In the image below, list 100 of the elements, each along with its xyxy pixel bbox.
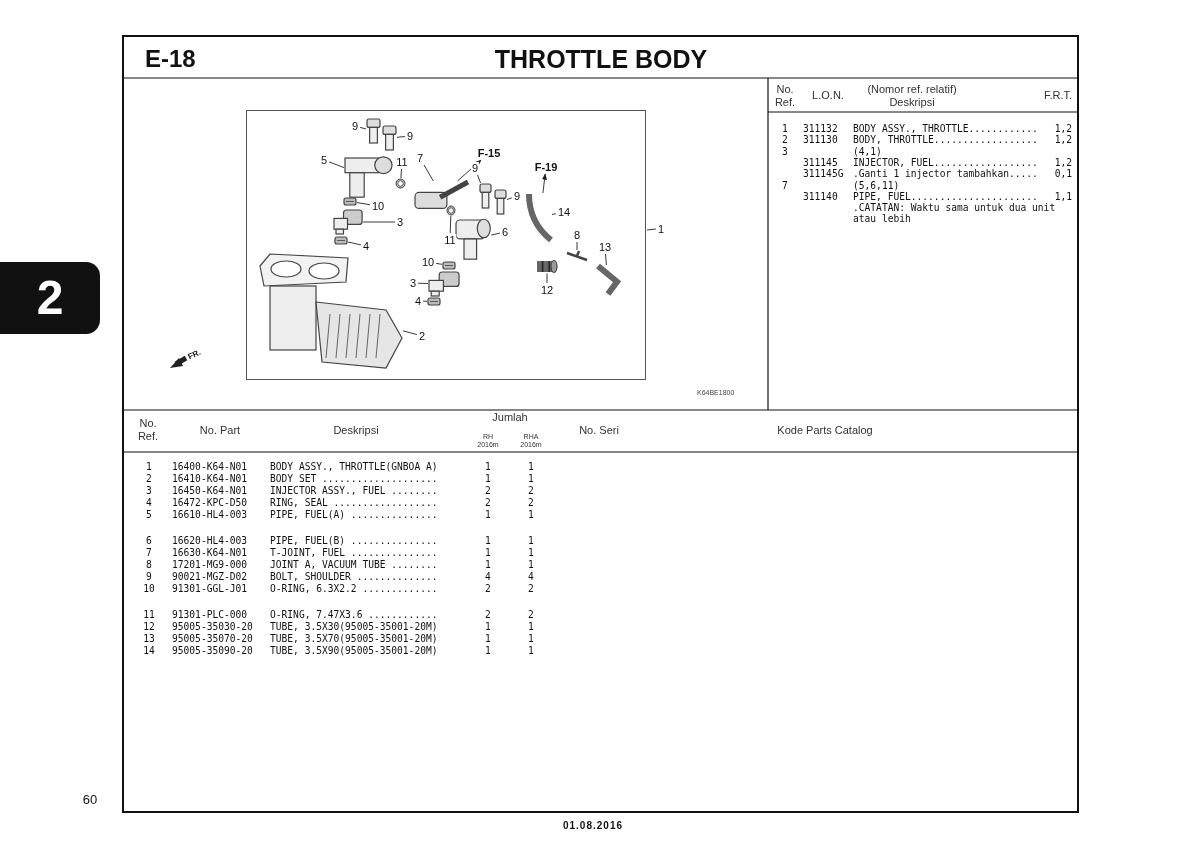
part-number: 95005-35070-20: [172, 633, 253, 645]
quantity: 1: [528, 535, 534, 547]
tube-drawing: [537, 259, 558, 274]
leader-line: [356, 202, 371, 206]
leader-line: [435, 262, 443, 265]
callout-number: 9: [405, 129, 415, 143]
quantity: 1: [485, 509, 491, 521]
bolt-drawing: [382, 125, 397, 151]
quantity: 1: [528, 461, 534, 473]
quantity: 1: [485, 473, 491, 485]
part-description: .Ganti 1 injector tambahkan.....: [853, 168, 1038, 180]
part-description: T-JOINT, FUEL ...............: [270, 547, 438, 559]
tube-drawing: [596, 263, 622, 296]
column-header: F.R.T.: [1043, 89, 1072, 102]
callout-number: 3: [408, 276, 418, 290]
ref-number: 3: [782, 145, 788, 157]
reference-label: F-19: [533, 160, 559, 174]
quantity: 1: [528, 473, 534, 485]
part-number: 16472-KPC-D50: [172, 497, 248, 509]
quantity: 1: [485, 535, 491, 547]
column-header: L.O.N.: [812, 89, 844, 102]
leader-line: [546, 273, 548, 284]
ref-number: 13: [143, 633, 155, 645]
quantity: 2: [528, 609, 534, 621]
leader-line: [359, 126, 367, 130]
part-number: 16400-K64-N01: [172, 461, 248, 473]
part-description: BODY ASSY., THROTTLE............: [853, 123, 1038, 135]
part-description: JOINT A, VACUUM TUBE ........: [270, 559, 438, 571]
ref-number: 1: [146, 461, 152, 473]
frt-value: 1,2: [1054, 123, 1072, 135]
part-description: BODY ASSY., THROTTLE(GNBOA A): [270, 461, 438, 473]
callout-number: 11: [395, 155, 409, 169]
leader-line: [605, 253, 607, 266]
part-description: O-RING, 7.47X3.6 ............: [270, 609, 438, 621]
quantity: 1: [528, 547, 534, 559]
part-description: INJECTOR, FUEL..................: [853, 156, 1038, 168]
o-ring-drawing: [395, 178, 406, 189]
quantity: 1: [528, 633, 534, 645]
quantity: 4: [485, 571, 491, 583]
quantity: 1: [485, 633, 491, 645]
callout-number: 9: [470, 161, 480, 175]
leader-line: [347, 241, 362, 246]
frt-value: 1,2: [1054, 134, 1072, 146]
ref-number: 4: [146, 497, 152, 509]
callout-number: 4: [361, 239, 371, 253]
part-number: 17201-MG9-000: [172, 559, 248, 571]
ref-number: 3: [146, 485, 152, 497]
drawing-frame: [246, 110, 646, 380]
leader-line: [422, 300, 428, 302]
joint-drawing: [565, 249, 589, 262]
leader-line: [449, 215, 452, 234]
t-joint-drawing: [414, 179, 470, 209]
callout-number: 7: [415, 151, 425, 165]
part-number: 91301-GGL-J01: [172, 583, 248, 595]
column-header: Kode Parts Catalog: [777, 424, 873, 437]
column-header: (Nomor ref. relatif) Deskripsi: [866, 83, 958, 109]
page-title: THROTTLE BODY: [494, 45, 708, 74]
quantity: 2: [485, 485, 491, 497]
column-header: No. Ref.: [136, 417, 160, 443]
part-description: TUBE, 3.5X90(95005-35001-20M): [270, 645, 438, 657]
ref-number: 2: [146, 473, 152, 485]
quantity: 4: [528, 571, 534, 583]
quantity: 1: [528, 645, 534, 657]
callout-number: 10: [370, 199, 386, 213]
part-number: 16610-HL4-003: [172, 509, 248, 521]
leader-line: [400, 168, 402, 179]
part-number: 90021-MGZ-D02: [172, 571, 248, 583]
direction-label: FR.: [186, 347, 203, 362]
leader-line: [477, 174, 482, 184]
ref-number: 12: [143, 621, 155, 633]
callout-number: 8: [572, 228, 582, 242]
ref-number: 8: [146, 559, 152, 571]
tube-drawing: [526, 193, 553, 243]
part-description: PIPE, FUEL......................: [853, 190, 1038, 202]
print-date: 01.08.2016: [562, 820, 624, 832]
fuel-pipe-drawing: [455, 218, 491, 260]
throttle-body-drawing: [259, 253, 403, 369]
ref-number: 1: [782, 123, 788, 135]
callout-number: 1: [656, 222, 666, 236]
callout-number: 13: [597, 240, 613, 254]
leader-line: [423, 164, 434, 182]
quantity: 2: [485, 609, 491, 621]
part-description: RING, SEAL ..................: [270, 497, 438, 509]
o-ring-drawing: [442, 261, 456, 270]
leader-line: [551, 213, 557, 215]
quantity: 2: [528, 485, 534, 497]
bolt-drawing: [479, 183, 492, 209]
quantity: 2: [528, 497, 534, 509]
part-description: TUBE, 3.5X30(95005-35001-20M): [270, 621, 438, 633]
leader-line: [490, 232, 501, 236]
part-description: PIPE, FUEL(B) ...............: [270, 535, 438, 547]
quantity: 2: [528, 583, 534, 595]
bolt-drawing: [494, 189, 507, 215]
part-description: .CATATAN: Waktu sama untuk dua unit atau lebih: [853, 202, 1057, 225]
quantity: 1: [485, 547, 491, 559]
part-number: 16620-HL4-003: [172, 535, 248, 547]
lon-code: 311130: [803, 134, 838, 146]
callout-number: 10: [420, 255, 436, 269]
part-number: 95005-35030-20: [172, 621, 253, 633]
part-description: BODY, THROTTLE..................: [853, 134, 1038, 146]
